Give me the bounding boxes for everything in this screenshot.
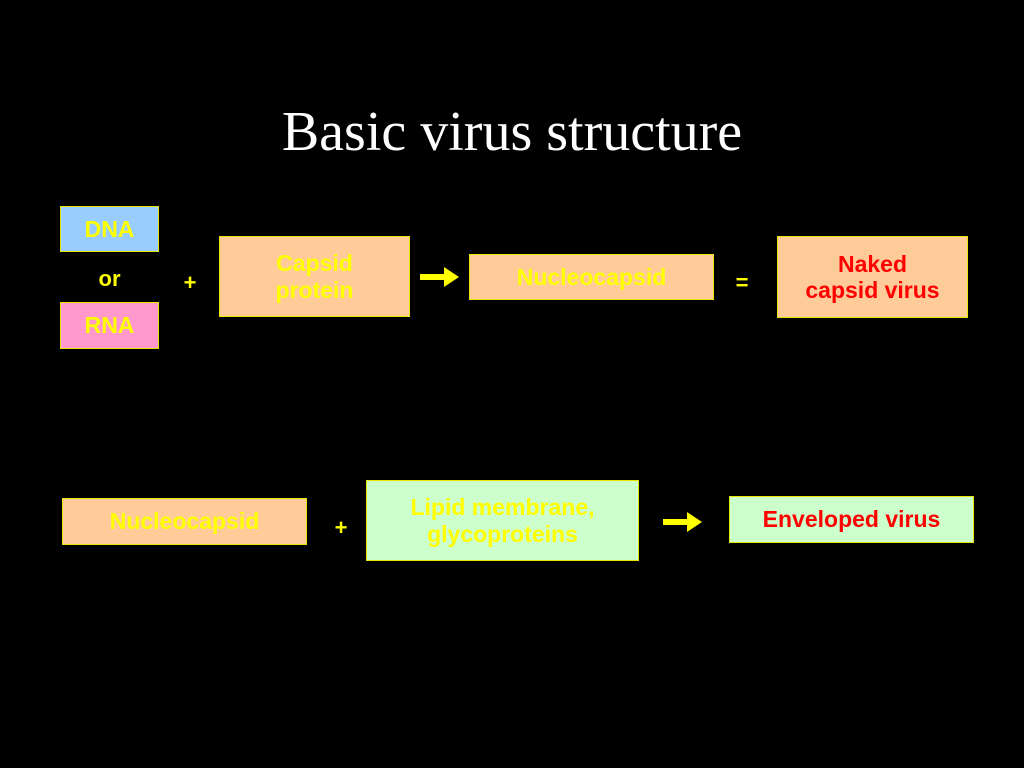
- enveloped-virus-label: Enveloped virus: [762, 506, 941, 533]
- arrow-right-icon-bottom: [663, 512, 702, 532]
- naked-capsid-virus-box: Naked capsid virus: [777, 236, 968, 318]
- nucleocapsid-box-bottom: Nucleocapsid: [62, 498, 307, 545]
- nucleocapsid-label-top: Nucleocapsid: [516, 263, 667, 290]
- dna-label: DNA: [84, 215, 135, 242]
- lipid-membrane-line-2: glycoproteins: [427, 520, 578, 547]
- nucleocapsid-box-top: Nucleocapsid: [469, 254, 714, 300]
- lipid-membrane-box: Lipid membrane, glycoproteins: [366, 480, 639, 561]
- nucleocapsid-label-bottom: Nucleocapsid: [109, 508, 260, 535]
- arrow-right-icon: [420, 267, 459, 287]
- rna-box: RNA: [60, 302, 159, 349]
- or-label: or: [98, 266, 121, 291]
- capsid-protein-box: Capsid protein: [219, 236, 410, 317]
- dna-box: DNA: [60, 206, 159, 252]
- lipid-membrane-line-1: Lipid membrane,: [410, 494, 595, 521]
- rna-label: RNA: [84, 312, 135, 339]
- page-title: Basic virus structure: [281, 101, 743, 163]
- equals-sign: =: [735, 270, 749, 295]
- plus-sign-bottom: +: [334, 515, 348, 540]
- capsid-protein-line-1: Capsid: [276, 250, 353, 277]
- plus-sign: +: [183, 270, 197, 295]
- enveloped-virus-box: Enveloped virus: [729, 496, 974, 543]
- capsid-protein-line-2: protein: [275, 276, 354, 303]
- naked-capsid-virus-line-2: capsid virus: [805, 277, 940, 303]
- naked-capsid-virus-line-1: Naked: [837, 250, 908, 277]
